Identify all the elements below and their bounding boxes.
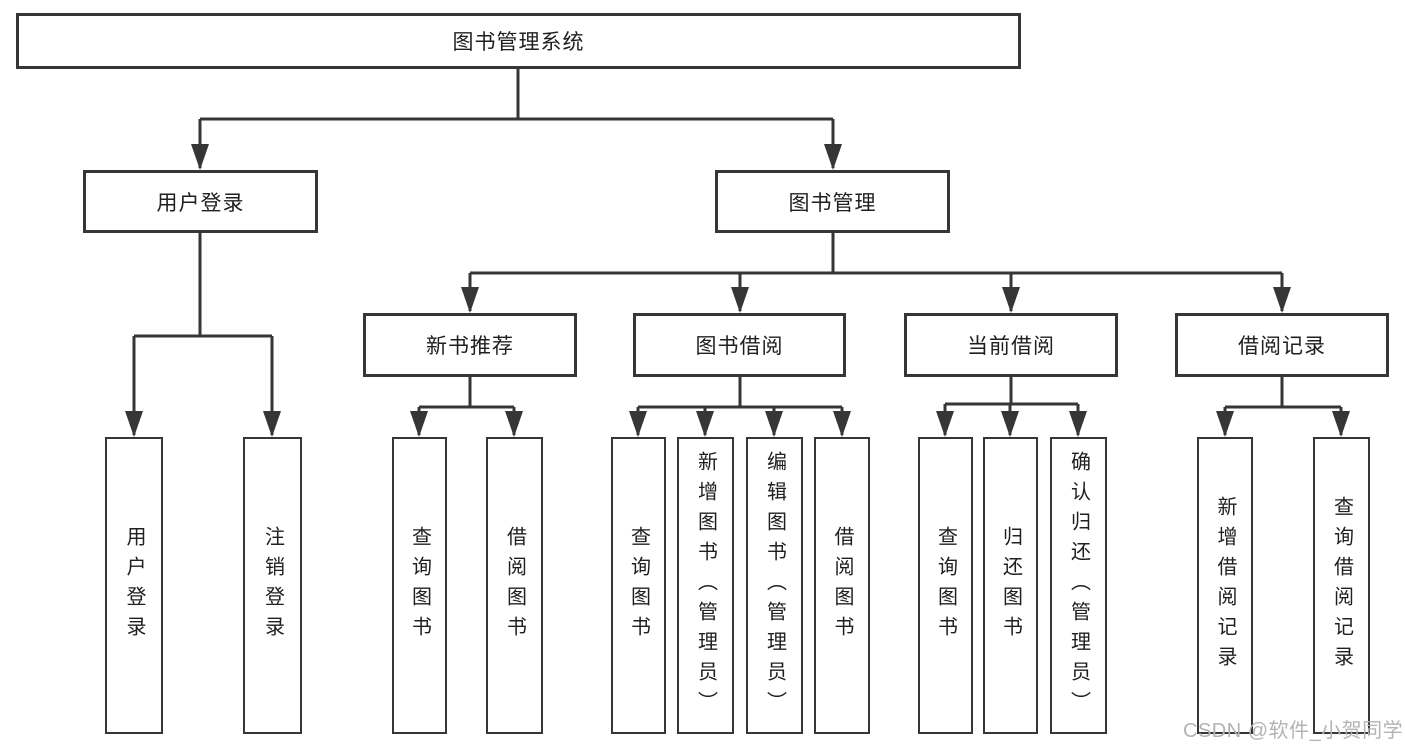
leaf-borrow-books-1: 借阅图书 — [486, 437, 543, 734]
leaf-label: 借阅图书 — [831, 525, 853, 646]
node-current-borrowing: 当前借阅 — [904, 313, 1118, 377]
leaf-label: 查询图书 — [627, 525, 650, 646]
node-label: 图书管理 — [788, 191, 877, 215]
leaf-logout: 注销登录 — [243, 437, 302, 734]
leaf-label: 注销登录 — [261, 525, 284, 646]
leaf-label: 查询图书 — [934, 525, 957, 646]
leaf-label: 借阅图书 — [503, 525, 526, 646]
node-book-borrowing: 图书借阅 — [633, 313, 846, 377]
leaf-label: 新增图书（管理员） — [694, 450, 717, 721]
leaf-label: 归还图书 — [999, 525, 1022, 646]
leaf-query-books-2: 查询图书 — [611, 437, 666, 734]
node-user-login: 用户登录 — [83, 170, 318, 233]
node-label: 图书管理系统 — [452, 31, 585, 54]
arrowhead-icons — [125, 144, 1350, 437]
leaf-label: 编辑图书（管理员） — [763, 450, 786, 721]
leaf-query-books-3: 查询图书 — [918, 437, 973, 734]
leaf-add-books-admin: 新增图书（管理员） — [677, 437, 734, 734]
leaf-borrow-books-2: 借阅图书 — [814, 437, 870, 734]
leaf-label: 用户登录 — [123, 525, 145, 646]
node-label: 当前借阅 — [967, 335, 1055, 358]
leaf-query-books-1: 查询图书 — [392, 437, 447, 734]
node-borrow-records: 借阅记录 — [1175, 313, 1389, 377]
node-library-management-system: 图书管理系统 — [16, 13, 1021, 69]
csdn-watermark: CSDN @软件_小贺同学 — [1183, 720, 1404, 742]
leaf-return-books: 归还图书 — [983, 437, 1038, 734]
leaf-user-login: 用户登录 — [105, 437, 163, 734]
node-new-book-recommend: 新书推荐 — [363, 313, 577, 377]
leaf-edit-books-admin: 编辑图书（管理员） — [746, 437, 803, 734]
leaf-label: 查询图书 — [408, 525, 431, 646]
node-label: 借阅记录 — [1238, 335, 1326, 358]
node-book-management: 图书管理 — [715, 170, 950, 233]
node-label: 新书推荐 — [426, 335, 514, 358]
leaf-confirm-return-admin: 确认归还（管理员） — [1050, 437, 1107, 734]
leaf-label: 新增借阅记录 — [1214, 495, 1236, 676]
leaf-label: 查询借阅记录 — [1330, 495, 1353, 676]
leaf-label: 确认归还（管理员） — [1067, 450, 1090, 721]
node-label: 用户登录 — [156, 191, 245, 215]
node-label: 图书借阅 — [695, 335, 784, 358]
leaf-query-borrow-record: 查询借阅记录 — [1313, 437, 1370, 734]
leaf-add-borrow-record: 新增借阅记录 — [1197, 437, 1253, 734]
